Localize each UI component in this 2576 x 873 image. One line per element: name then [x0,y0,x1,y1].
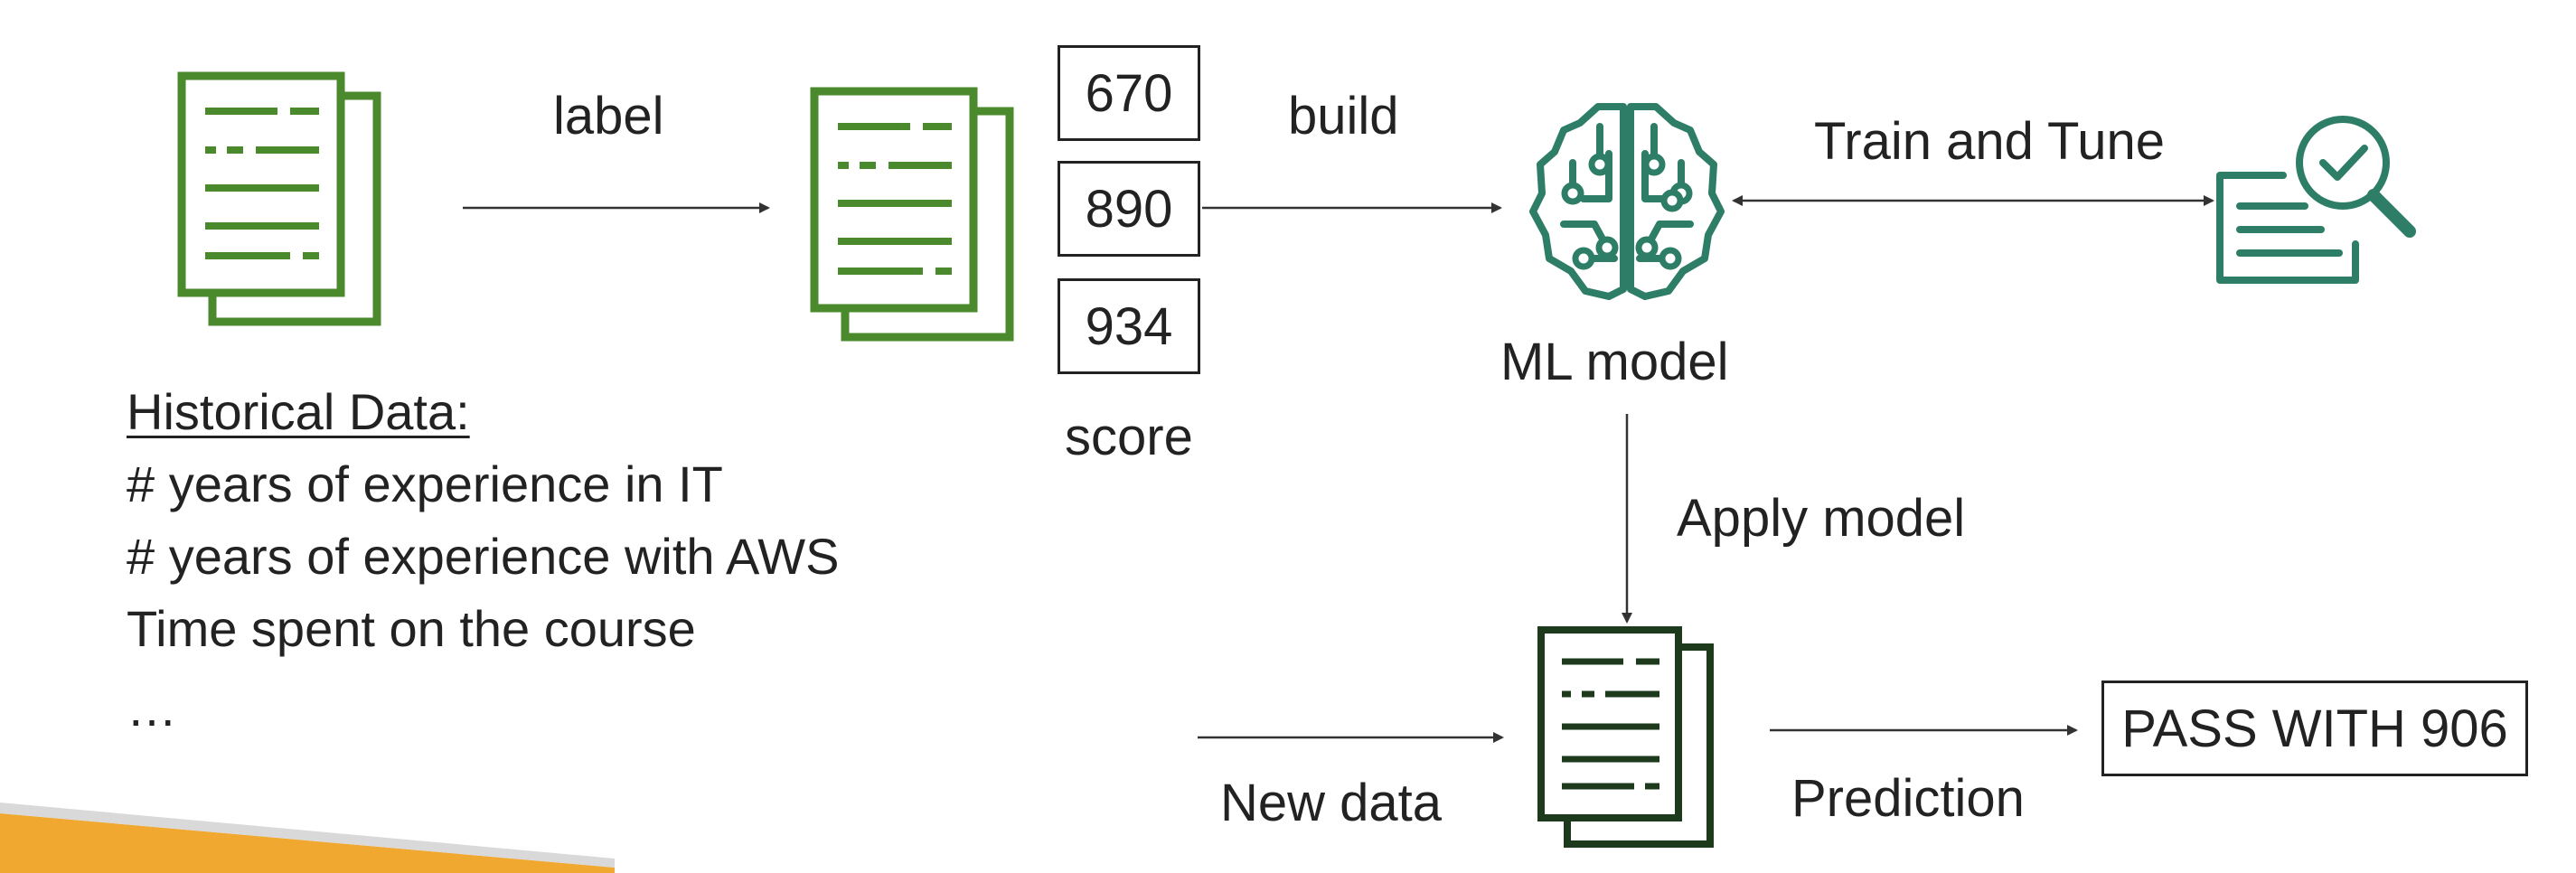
document-stack-icon [177,71,381,326]
ml-model-text: ML model [1500,333,1729,391]
decorative-stripe-shadow [0,803,615,868]
historical-data-item: # years of experience with AWS [127,528,840,585]
historical-data-item: … [127,680,177,737]
score-text: score [1065,408,1193,466]
brain-model-icon [1529,103,1725,300]
historical-data-title: Historical Data: [127,383,470,440]
prediction-text: Prediction [1791,769,2025,828]
decorative-stripe [0,813,615,873]
new-document-stack-icon [1537,626,1714,848]
labeled-document-stack-icon [810,87,1014,342]
score-box: 934 [1058,278,1200,374]
build-text: build [1288,87,1399,146]
train-and-tune-text: Train and Tune [1814,112,2165,171]
prediction-result-box: PASS WITH 906 [2101,681,2528,776]
historical-data-item: Time spent on the course [127,600,696,657]
label-text: label [553,87,664,146]
historical-data-item: # years of experience in IT [127,455,723,512]
apply-model-text: Apply model [1677,489,1966,548]
score-box: 670 [1058,45,1200,141]
search-check-icon [2216,116,2416,284]
new-data-text: New data [1220,774,1443,832]
score-box: 890 [1058,161,1200,257]
